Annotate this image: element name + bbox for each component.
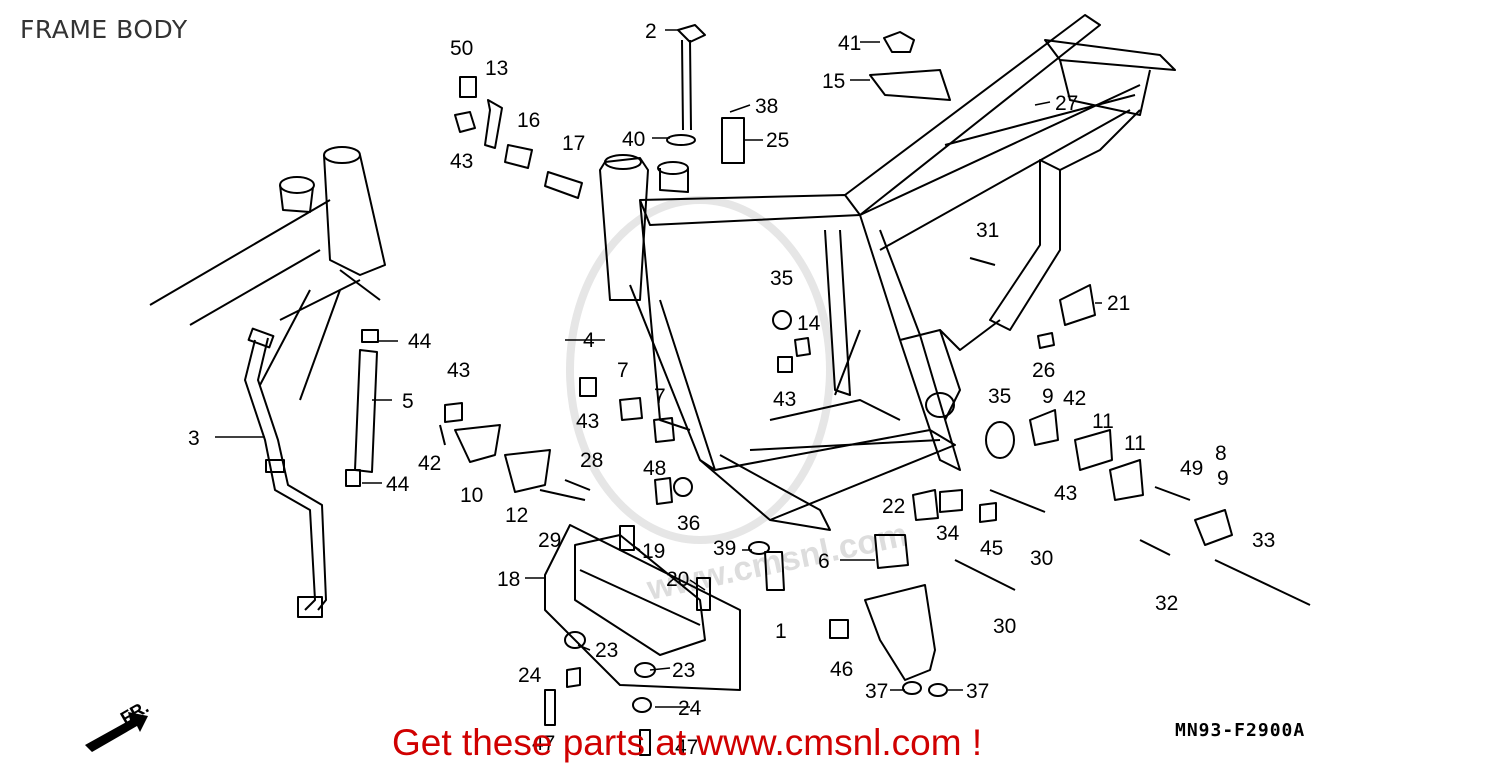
callout-40: 40: [622, 128, 645, 151]
callout-11b: 11: [1124, 432, 1146, 455]
callout-30a: 30: [1030, 547, 1053, 570]
callout-3: 3: [188, 427, 200, 450]
callout-45: 45: [980, 537, 1003, 560]
diagram-code: MN93-F2900A: [1175, 720, 1306, 741]
callout-33: 33: [1252, 529, 1275, 552]
callout-9b: 9: [1217, 467, 1229, 490]
callout-1: 1: [775, 620, 787, 643]
callout-labels: 2 41 15 50 13 38 27 16 40 25 17 43 31 35…: [188, 20, 1275, 759]
callout-19: 19: [642, 540, 665, 563]
callout-37b: 37: [966, 680, 989, 703]
callout-48: 48: [643, 457, 666, 480]
callout-8: 8: [1215, 442, 1227, 465]
callout-43e: 43: [1054, 482, 1077, 505]
callout-27: 27: [1055, 92, 1078, 115]
callout-50: 50: [450, 37, 473, 60]
callout-37a: 37: [865, 680, 888, 703]
callout-5: 5: [402, 390, 414, 413]
callout-30b: 30: [993, 615, 1016, 638]
callout-17: 17: [562, 132, 585, 155]
callout-42b: 42: [418, 452, 441, 475]
front-arrow-icon: FR.: [85, 697, 152, 752]
callout-35b: 35: [988, 385, 1011, 408]
frame-illustration: [149, 14, 1311, 756]
callout-25: 25: [766, 129, 789, 152]
promo-link[interactable]: Get these parts at www.cmsnl.com !: [392, 722, 983, 763]
callout-44a: 44: [408, 330, 432, 353]
callout-47a: 47: [532, 732, 555, 755]
callout-9a: 9: [1042, 385, 1054, 408]
callout-4: 4: [583, 329, 595, 352]
callout-41: 41: [838, 32, 861, 55]
callout-7b: 7: [654, 385, 666, 408]
callout-34: 34: [936, 522, 960, 545]
callout-43c: 43: [773, 388, 796, 411]
callout-38: 38: [755, 95, 778, 118]
callout-22: 22: [882, 495, 905, 518]
callout-43d: 43: [576, 410, 599, 433]
callout-7a: 7: [617, 359, 629, 382]
callout-35a: 35: [770, 267, 793, 290]
callout-2: 2: [645, 20, 657, 43]
callout-12: 12: [505, 504, 528, 527]
callout-13: 13: [485, 57, 508, 80]
callout-23b: 23: [672, 659, 695, 682]
svg-text:FR.: FR.: [117, 697, 152, 729]
callout-39: 39: [713, 537, 736, 560]
callout-15: 15: [822, 70, 845, 93]
page-title: FRAME BODY: [20, 15, 188, 44]
callout-49: 49: [1180, 457, 1203, 480]
callout-16: 16: [517, 109, 540, 132]
callout-32: 32: [1155, 592, 1178, 615]
callout-26: 26: [1032, 359, 1055, 382]
callout-11a: 11: [1092, 410, 1114, 433]
callout-24b: 24: [678, 697, 702, 720]
callout-29: 29: [538, 529, 561, 552]
callout-43a: 43: [450, 150, 473, 173]
callout-6: 6: [818, 550, 830, 573]
callout-44b: 44: [386, 473, 410, 496]
callout-23a: 23: [595, 639, 618, 662]
callout-18: 18: [497, 568, 520, 591]
callout-42a: 42: [1063, 387, 1086, 410]
callout-31: 31: [976, 219, 999, 242]
callout-10: 10: [460, 484, 483, 507]
callout-21: 21: [1107, 292, 1130, 315]
leader-lines: [215, 29, 1102, 708]
callout-20: 20: [666, 568, 689, 591]
callout-43b: 43: [447, 359, 470, 382]
callout-14: 14: [797, 312, 821, 335]
callout-46: 46: [830, 658, 853, 681]
callout-36: 36: [677, 512, 700, 535]
callout-28: 28: [580, 449, 603, 472]
callout-24a: 24: [518, 664, 542, 687]
callout-47b: 47: [675, 736, 698, 759]
